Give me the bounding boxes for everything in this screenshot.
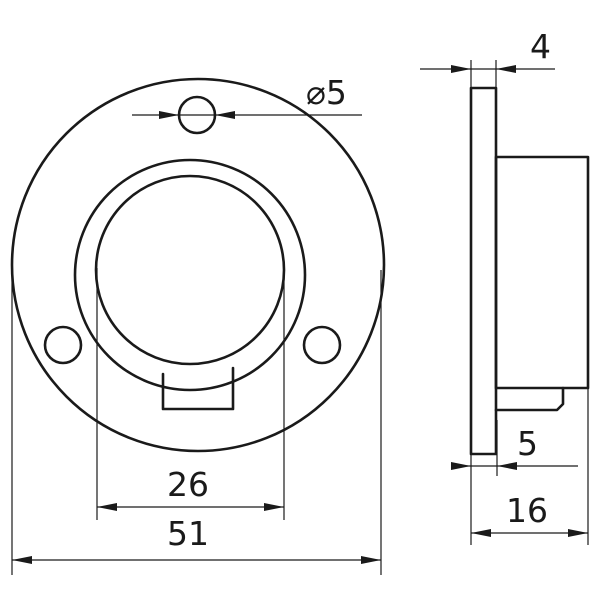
hole-diameter-label: ⌀5 [306,73,347,112]
side-collar [494,155,590,390]
collar-depth-label: 5 [517,424,538,463]
side-flange [469,86,498,456]
flange-thickness-label: 4 [530,27,551,66]
inner-width-label: 26 [167,465,209,504]
dimension-outer-diameter: 51 [11,270,382,575]
collar-outer-circle [73,158,307,392]
side-notch [494,386,565,412]
mounting-hole-right [302,325,342,365]
outer-diameter-label: 51 [167,514,209,553]
dimension-collar-depth: 5 [451,420,578,545]
dimension-hole-diameter: ⌀5 [132,73,362,119]
bore-circle [94,174,286,366]
front-view [10,77,386,453]
mounting-hole-left [43,325,83,365]
flange-outer-circle [10,77,386,453]
side-view [469,86,590,456]
dimension-total-depth: 16 [471,388,589,545]
total-depth-label: 16 [506,491,548,530]
dimension-flange-thickness: 4 [420,27,555,88]
dimension-inner-width: 26 [96,268,285,520]
collar-notch [161,366,235,411]
